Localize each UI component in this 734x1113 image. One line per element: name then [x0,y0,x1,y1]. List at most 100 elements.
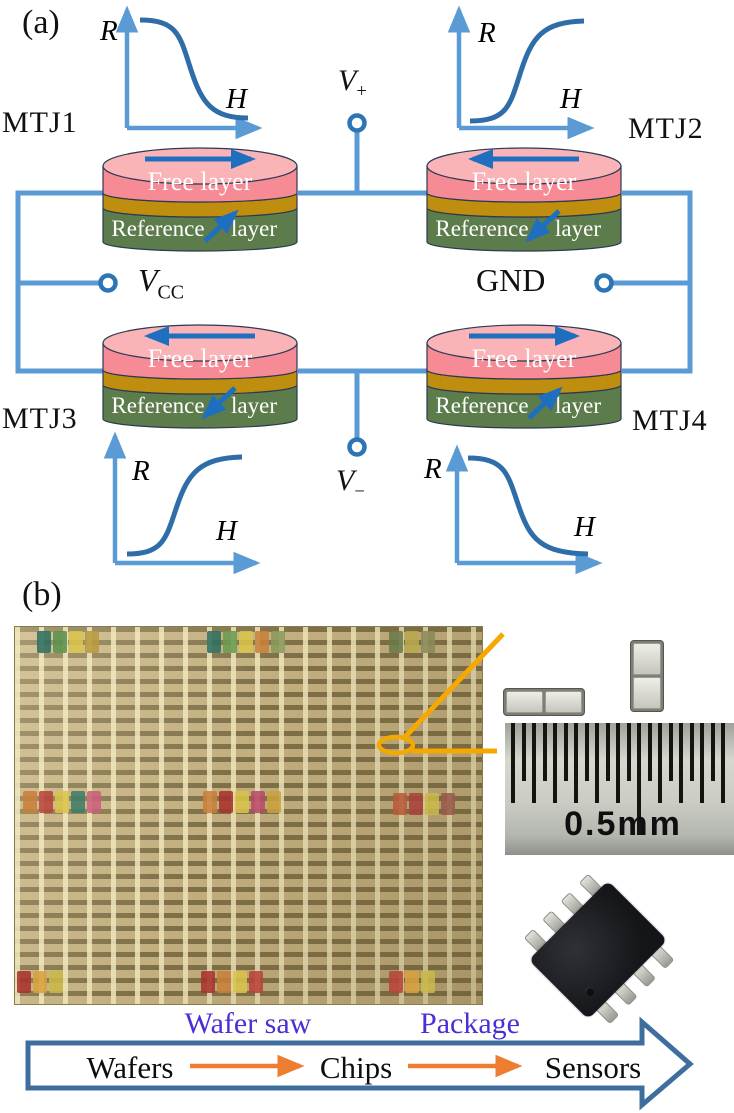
reference-magnetization-arrow-icon [527,386,563,420]
callout-line-diagonal [402,632,505,740]
mtj3-cylinder: Free layer Reference layer [102,324,298,429]
vcc-sub: CC [157,281,184,304]
free-layer-label: Free layer [148,344,253,373]
free-layer-label: Free layer [472,344,577,373]
ruler-tick [721,723,725,803]
wafer-test-structures [203,791,281,813]
reference-magnetization-arrow-icon [201,386,237,420]
y-axis-label: R [423,453,442,485]
reference-layer-label-left: Reference [435,393,528,418]
ruler-tick [574,723,578,803]
ruler-tick [689,723,694,781]
test-structure-pad [425,793,439,815]
test-structure-pad [405,971,419,993]
ruler-tick [553,723,557,803]
reference-magnetization-arrow-icon [525,209,561,243]
x-axis-label: H [215,515,239,547]
test-structure-pad [69,631,83,653]
ruler-tick [710,723,715,781]
test-structure-pad [71,791,85,813]
reference-layer-label-right: layer [231,216,277,241]
test-structure-pad [53,631,67,653]
chip-cell [506,691,543,713]
test-structure-pad [421,971,435,993]
ruler-tick [668,723,673,781]
flow-stage-sensors: Sensors [544,1050,642,1085]
callout-ellipse-icon [376,734,416,756]
vplus-sub: + [356,81,367,102]
mtj3-label: MTJ3 [2,402,78,435]
process-flow-arrow [25,1016,694,1111]
test-structure-pad [251,791,265,813]
test-structure-pad [49,971,63,993]
y-axis-label: R [131,455,150,487]
test-structure-pad [23,791,37,813]
test-structure-pad [421,631,435,653]
reference-layer-label-right: layer [231,393,277,418]
ruler-photo: 0.5mm [505,723,734,855]
vminus-label: V− [336,464,365,503]
test-structure-pad [207,631,221,653]
bare-chip-horizontal [503,688,585,716]
flow-stage-chips: Chips [319,1050,393,1085]
wafer-test-structures [201,971,263,993]
wafer-test-structures [207,631,285,653]
mtj4-label: MTJ4 [632,404,708,437]
test-structure-pad [39,791,53,813]
test-structure-pad [267,791,281,813]
mtj1-rh-graph: R H [99,5,263,140]
bare-chip-vertical [630,640,664,712]
wafer-photo [14,626,483,1005]
test-structure-pad [271,631,285,653]
test-structure-pad [217,971,231,993]
package-label: Package [420,1007,520,1040]
falling-rh-curve [139,17,249,121]
gnd-terminal [594,273,614,293]
test-structure-pad [239,631,253,653]
test-structure-pad [201,971,215,993]
vminus-base: V [336,464,355,497]
wafer-test-structures [389,971,435,993]
chip-cell [633,643,661,675]
reference-layer-label-right: layer [555,393,601,418]
ruler-tick [584,723,589,781]
mtj2-cylinder: Free layer Reference layer [426,147,622,252]
mtj4-cylinder: Free layer Reference layer [426,324,622,429]
rising-rh-curve [126,454,243,557]
test-structure-pad [33,971,47,993]
panel-b-label: (b) [22,576,62,613]
free-layer-label: Free layer [148,167,253,196]
test-structure-pad [219,791,233,813]
ruler-tick [700,723,704,803]
reference-layer-label-left: Reference [111,393,204,418]
test-structure-pad [235,791,249,813]
test-structure-pad [389,971,403,993]
panel-a-label: (a) [22,4,60,41]
rising-rh-curve [469,18,585,124]
mtj1-cylinder: Free layer Reference layer [102,147,298,252]
y-axis-label: R [99,15,118,47]
wafer-saw-label: Wafer saw [184,1007,312,1040]
wafer-test-structures [23,791,101,813]
vminus-terminal [347,437,367,457]
test-structure-pad [389,631,403,653]
test-structure-pad [441,793,455,815]
ruler-tick [511,723,515,803]
ruler-tick [595,723,599,803]
vplus-terminal [347,113,367,133]
test-structure-pad [255,631,269,653]
reference-layer-label-left: Reference [435,216,528,241]
ruler-tick [542,723,547,781]
wafer-test-structures [393,793,455,815]
chip-cell [633,677,661,709]
mtj3-rh-graph: R H [103,431,261,575]
wafer-test-structures [389,631,435,653]
vminus-sub: − [354,481,365,502]
packaged-sensor-photo [523,873,675,1025]
ruler-tick [626,723,631,781]
free-layer-label: Free layer [472,167,577,196]
x-axis-label: H [573,511,597,543]
vcc-terminal [98,273,118,293]
chip-cell [545,691,582,713]
vplus-label: V+ [338,64,367,103]
